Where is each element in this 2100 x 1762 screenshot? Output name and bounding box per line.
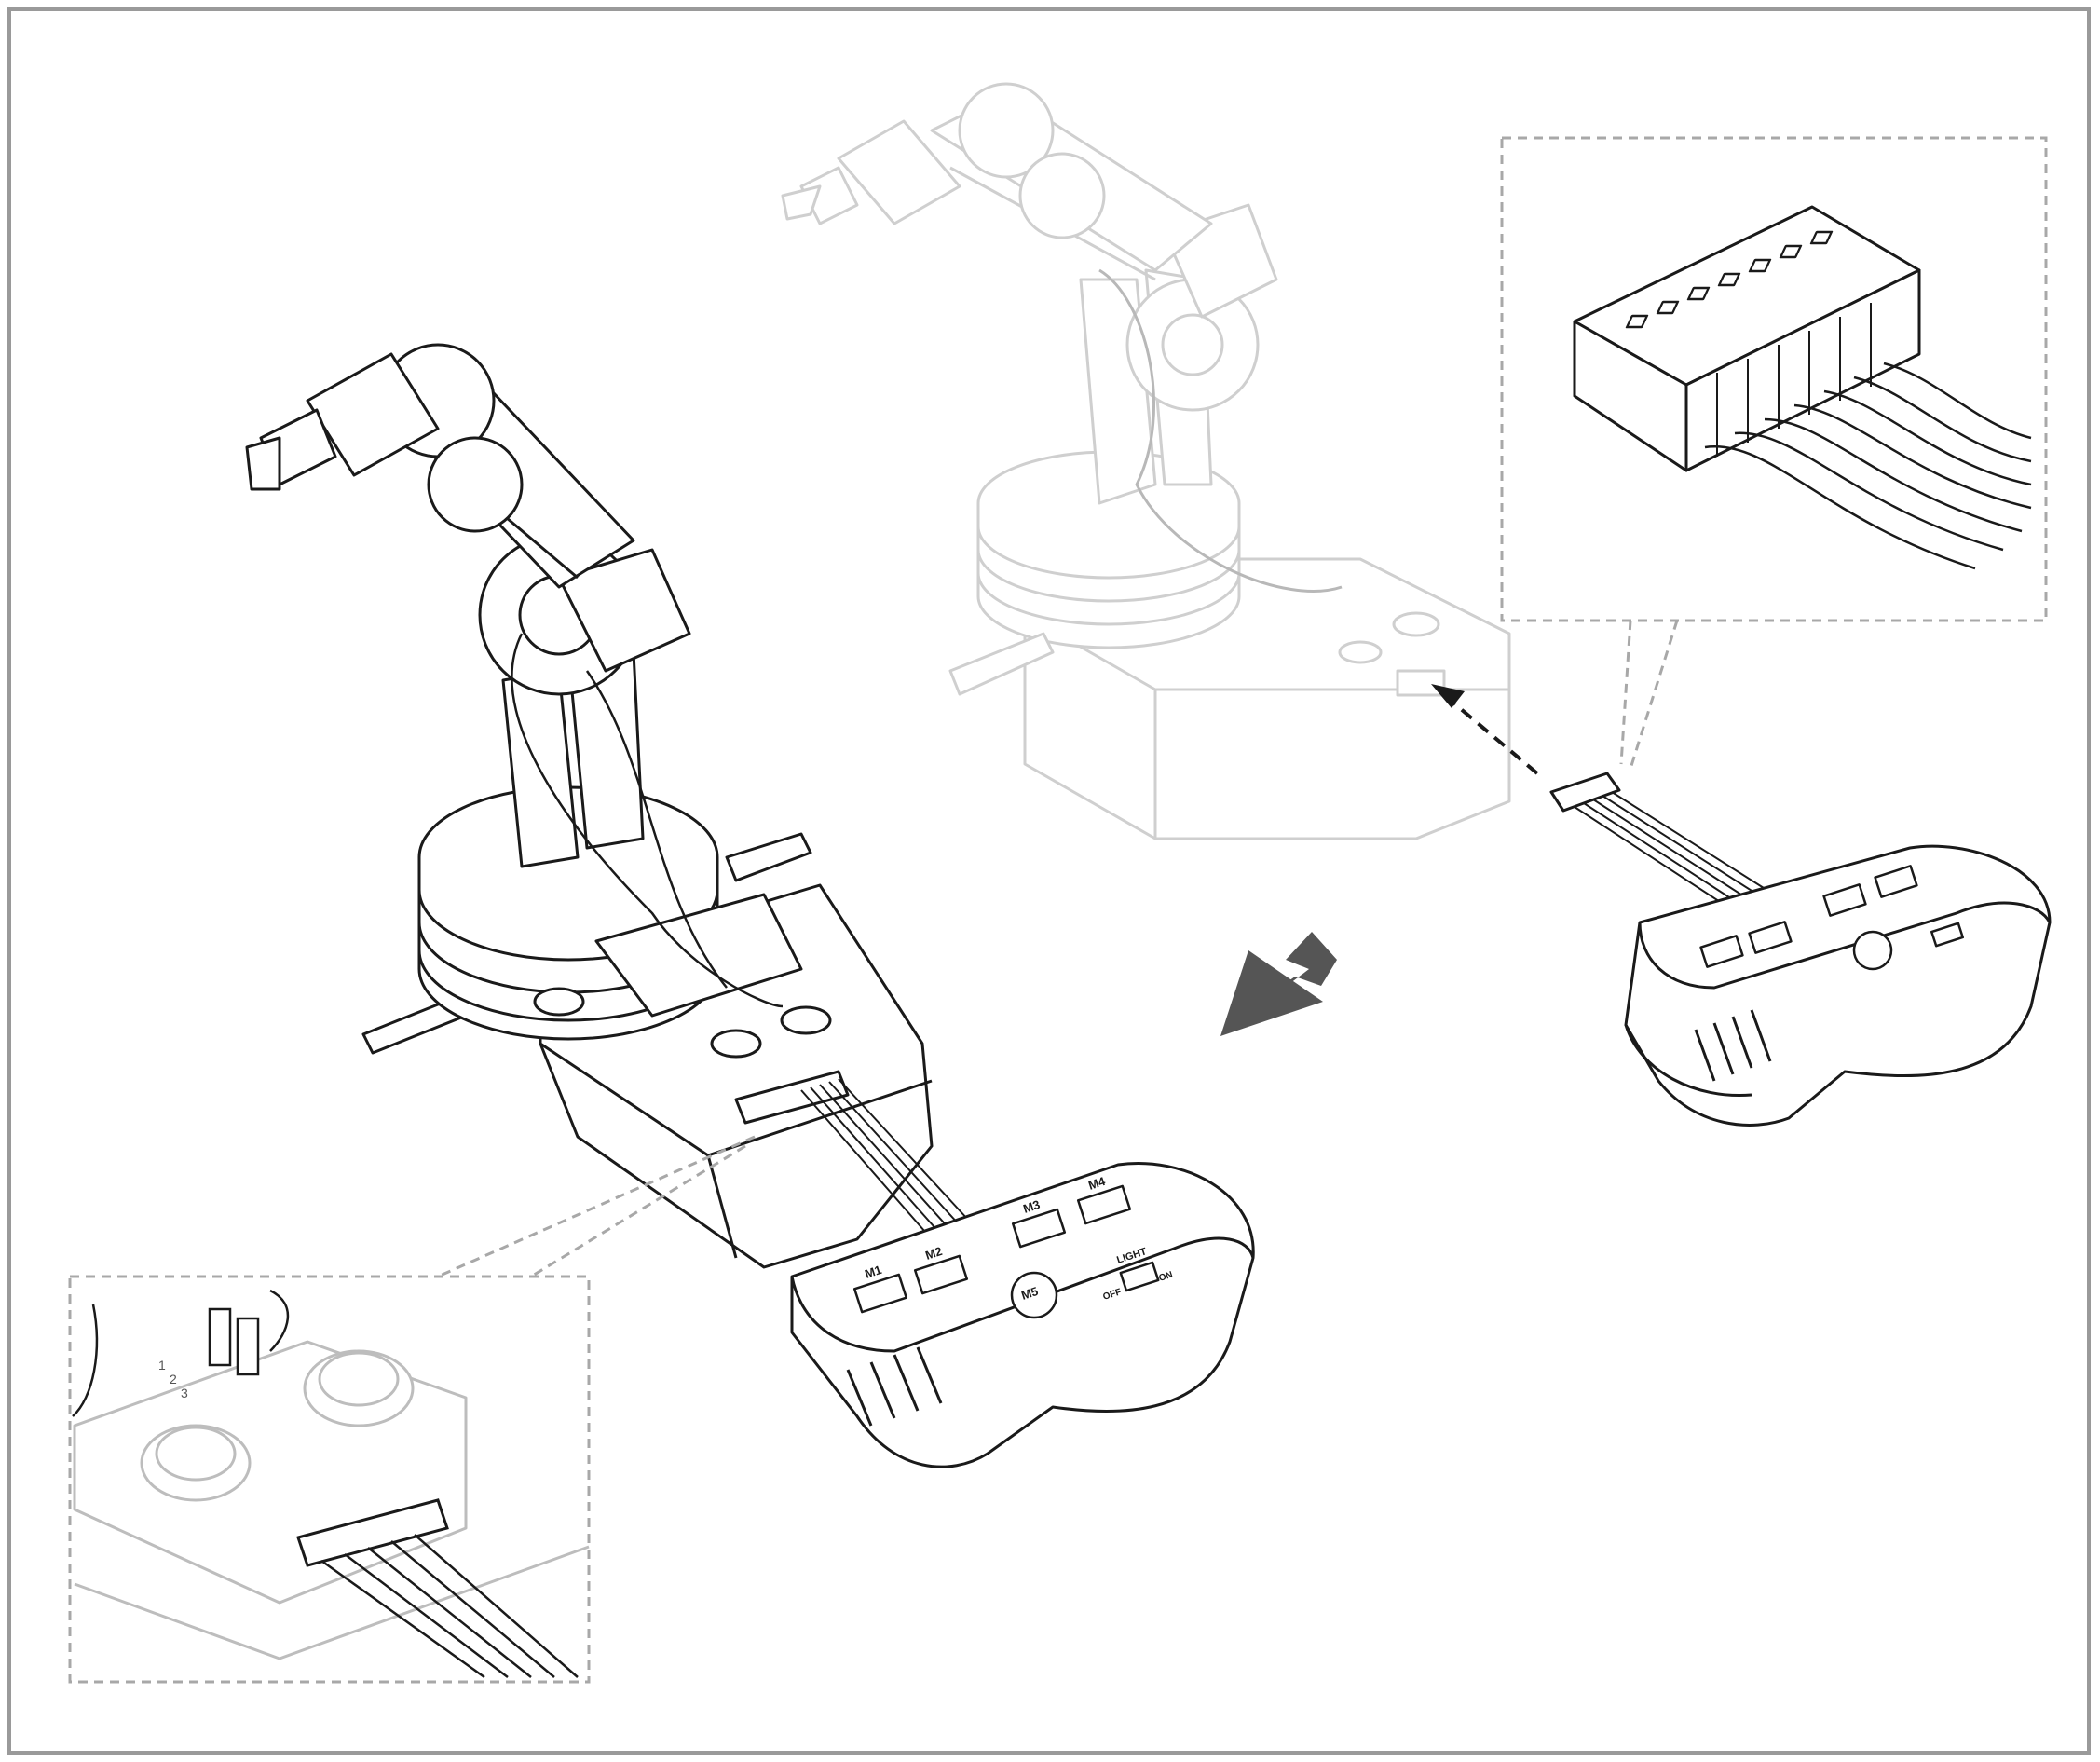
remote-controller-main: M1 M2 M3 M4 M5 LIGHT OFF ON: [790, 1162, 1255, 1468]
pin-label-3: 3: [181, 1386, 188, 1400]
connector-detail-callout: [1500, 136, 2048, 770]
ghost-robot-arm: [781, 82, 1511, 840]
socket-detail-callout: 1 2 3: [68, 1135, 756, 1684]
socket-detail-wires: [72, 1289, 579, 1679]
pin-label-1: 1: [158, 1358, 166, 1373]
socket-detail-header: [208, 1307, 260, 1376]
main-controller-switches: [852, 1184, 1160, 1319]
direction-arrow-head: [1220, 950, 1323, 1036]
main-robot-arm: [245, 343, 934, 1269]
label-m1: M1: [863, 1263, 883, 1281]
connector-pin-slots: [1625, 230, 1834, 329]
socket-pin-labels: 1 2 3: [158, 1358, 188, 1400]
remote-controller-right: [1549, 772, 2052, 1127]
label-m3: M3: [1021, 1197, 1042, 1216]
pin-label-2: 2: [170, 1372, 177, 1386]
plug-in-arrow: [1431, 684, 1539, 775]
label-on: ON: [1158, 1270, 1175, 1284]
socket-detail-plug: [296, 1498, 449, 1567]
right-controller-grip-slots: [1694, 1009, 1772, 1082]
label-m4: M4: [1086, 1174, 1108, 1193]
right-controller-switches: [1699, 865, 1964, 971]
main-ribbon-cable: [800, 1078, 970, 1240]
ribbon-connector-plug: [1573, 205, 1921, 472]
label-m2: M2: [923, 1244, 944, 1263]
page-frame: [7, 7, 2091, 1755]
ribbon-cable-wires: [1704, 362, 2032, 570]
main-controller-grip-slots: [846, 1346, 943, 1427]
label-m5: M5: [1019, 1284, 1040, 1303]
